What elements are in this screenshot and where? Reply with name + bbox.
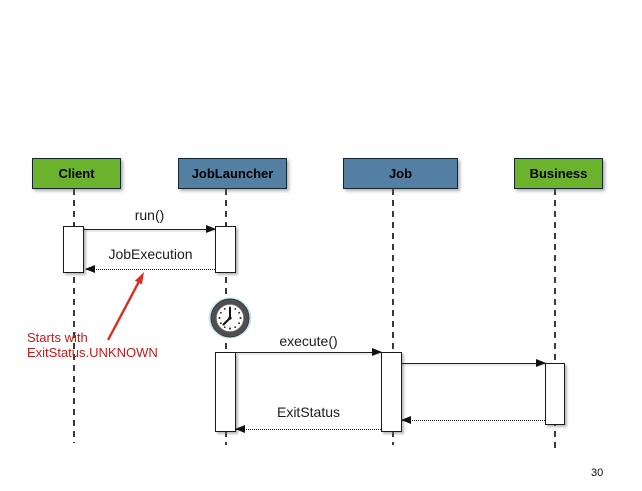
message-exitstatus-arrow [235,425,381,433]
activation-joblauncher-2 [215,352,236,432]
actor-business-label: Business [529,166,588,181]
message-execute-label: execute() [279,333,338,349]
message-job-to-business-arrow [402,359,546,367]
actor-client-label: Client [58,166,95,181]
actor-client: Client [32,158,121,189]
actor-joblauncher-label: JobLauncher [191,166,274,181]
arrowhead-left-icon [235,425,245,433]
arrowhead-left-icon [85,265,95,273]
activation-joblauncher-1 [215,226,236,273]
lifeline-client [73,189,75,443]
activation-job [381,352,402,432]
lifeline-business [554,189,556,453]
clock-icon [208,297,252,339]
lifeline-job [392,189,394,445]
message-jobexecution-label: JobExecution [108,246,193,262]
arrowhead-left-icon [401,416,411,424]
message-jobexecution-arrow [85,265,215,273]
actor-business: Business [514,158,603,189]
annotation-note: Starts with ExitStatus.UNKNOWN [27,330,158,360]
activation-business [545,363,565,425]
message-run-label: run() [134,207,165,223]
message-exitstatus-label: ExitStatus [276,404,341,420]
arrowhead-right-icon [536,359,546,367]
arrowhead-right-icon [372,348,382,356]
message-execute-arrow [236,348,382,356]
actor-job-label: Job [388,166,413,181]
annotation-arrow-icon [106,272,144,341]
actor-joblauncher: JobLauncher [178,158,287,189]
message-run-arrow [84,225,216,233]
message-business-to-job-return-arrow [401,416,545,424]
activation-client [63,226,84,273]
actor-job: Job [343,158,458,189]
annotation-line2: ExitStatus.UNKNOWN [27,345,158,360]
page-number: 30 [591,467,604,479]
arrowhead-right-icon [206,225,216,233]
annotation-line1: Starts with [27,330,88,345]
